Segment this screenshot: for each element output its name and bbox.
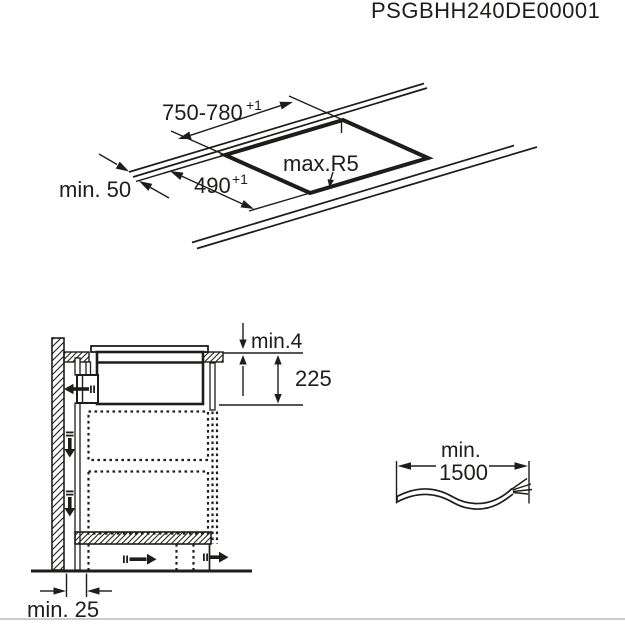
cable-wire-ends — [511, 477, 533, 495]
wall-clearance-label: min. 25 — [27, 597, 99, 622]
corner-radius-note: max.R5 — [283, 151, 359, 188]
cabinet-shelf — [74, 531, 212, 545]
cable-min-label: min. — [441, 439, 481, 462]
plan-view: 750-780 +1 490 +1 min. 50 max.R5 — [59, 82, 538, 250]
worktop-right — [201, 351, 224, 363]
cable-view: min. 1500 — [395, 439, 533, 510]
dim-wall-clearance: min. 25 — [27, 573, 112, 622]
dim-edge-clearance: min. 50 — [59, 153, 224, 202]
dim-cutout-width-tolerance: +1 — [246, 97, 262, 113]
document-number: PSGBHH240DE00001 — [371, 0, 600, 23]
dim-cutout-width-label: 750-780 — [162, 100, 243, 125]
section-view: min.4 225 min. 25 — [27, 323, 332, 622]
dim-appliance-depth: 225 — [219, 355, 332, 406]
mains-cable — [396, 477, 533, 510]
airflow-arrow-plinth-2 — [203, 551, 229, 563]
airflow-arrow-plinth-1 — [123, 553, 157, 565]
hob-body — [95, 350, 205, 406]
dim-cutout-width: 750-780 +1 — [162, 95, 344, 156]
floor-line — [31, 569, 252, 573]
clearance-zone-right-edge — [211, 411, 219, 544]
appliance-depth-label: 225 — [295, 366, 332, 391]
wall — [51, 337, 65, 571]
dim-cutout-depth-tolerance: +1 — [232, 171, 248, 187]
cutout-batten-left — [85, 361, 92, 376]
plinth — [87, 544, 229, 570]
cutout-outline — [219, 117, 434, 196]
worktop-back-edge — [191, 144, 538, 250]
corner-radius-label: max.R5 — [283, 151, 359, 176]
edge-clearance-label: min. 50 — [59, 177, 131, 202]
cable-length-label: 1500 — [439, 460, 488, 485]
dim-cutout-depth-label: 490 — [194, 173, 231, 198]
gap-above-label: min.4 — [251, 330, 303, 353]
airflow-arrow-left — [64, 383, 95, 395]
clearance-zone-upper — [87, 410, 210, 462]
dim-gap-above: min.4 — [223, 323, 303, 396]
dim-cutout-depth: 490 +1 — [163, 154, 311, 212]
dim-cable-length — [395, 461, 530, 504]
clearance-zone-lower — [87, 470, 210, 535]
cutout-batten-right — [209, 362, 216, 411]
airflow-arrow-down-1 — [64, 431, 76, 458]
airflow-arrow-down-2 — [64, 490, 76, 517]
worktop-front-edge — [128, 82, 428, 178]
